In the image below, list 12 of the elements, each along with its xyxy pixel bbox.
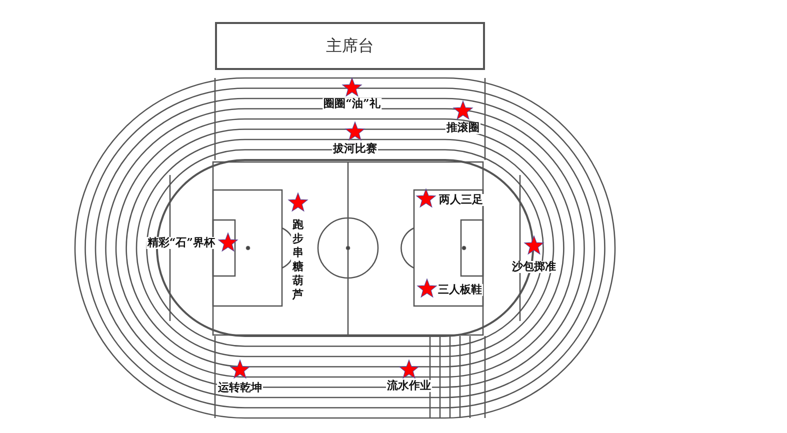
grandstand-label: 主席台 <box>326 36 374 56</box>
activity-label: 三人板鞋 <box>437 284 483 296</box>
activity-label: 流水作业 <box>386 380 432 392</box>
grandstand-box <box>215 22 485 70</box>
activity-label: 两人三足 <box>438 194 484 206</box>
activity-label: 圈圈“油”礼 <box>322 98 382 110</box>
activity-label: 拔河比赛 <box>332 143 378 155</box>
activity-label: 推滚圈 <box>446 122 480 134</box>
activity-label: 运转乾坤 <box>217 382 263 394</box>
activity-label: 精彩“石”界杯 <box>146 237 216 249</box>
activity-label: 沙包掷准 <box>511 261 557 273</box>
activity-label: 跑步串糖葫芦 <box>291 218 305 302</box>
